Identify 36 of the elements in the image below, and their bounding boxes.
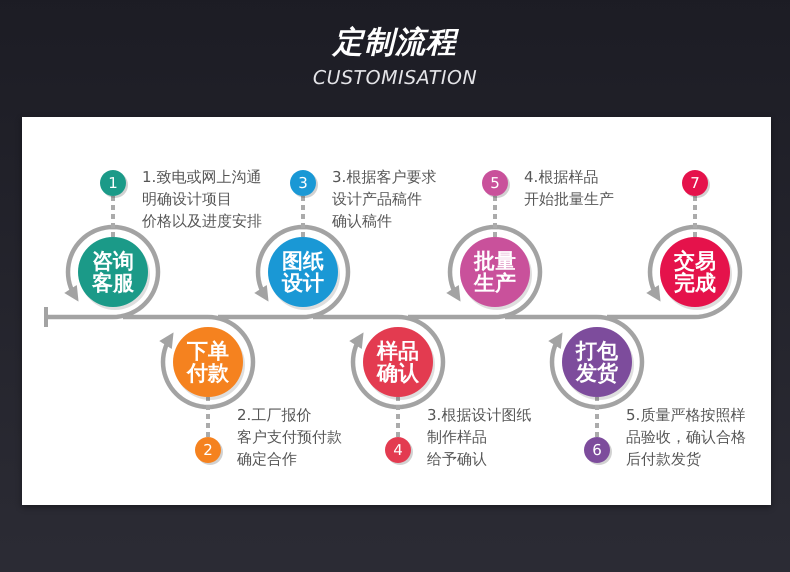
dashed-connector bbox=[595, 397, 599, 437]
step-label: 交易完成 bbox=[673, 250, 717, 294]
step-label: 图纸设计 bbox=[281, 250, 325, 294]
step-number: 6 bbox=[592, 442, 602, 458]
step-label: 咨询客服 bbox=[91, 250, 135, 294]
dashed-connector bbox=[301, 196, 305, 237]
flow-arrow bbox=[313, 314, 446, 410]
step-description: 5.质量严格按照样品验收，确认合格后付款发货 bbox=[626, 405, 746, 470]
step-label: 打包发货 bbox=[575, 340, 619, 384]
flow-arrow bbox=[123, 314, 256, 410]
subtitle: CUSTOMISATION bbox=[312, 67, 478, 89]
flow-arrow bbox=[408, 224, 542, 320]
flow-arrow bbox=[218, 224, 350, 320]
step-description: 1.致电或网上沟通明确设计项目价格以及进度安排 bbox=[142, 167, 262, 232]
dashed-connector bbox=[693, 196, 697, 237]
step-description: 3.根据客户要求设计产品稿件确认稿件 bbox=[332, 167, 436, 232]
flow-arrow bbox=[505, 314, 644, 410]
dashed-connector bbox=[206, 397, 210, 437]
step-description: 3.根据设计图纸制作样品给予确认 bbox=[427, 405, 532, 470]
step-number: 5 bbox=[490, 175, 500, 191]
title: 定制流程 bbox=[333, 24, 457, 62]
step-description: 2.工厂报价客户支付预付款确定合作 bbox=[237, 405, 342, 470]
dashed-connector bbox=[396, 397, 400, 437]
step-number: 2 bbox=[203, 442, 213, 458]
step-number: 3 bbox=[298, 175, 308, 191]
step-number: 7 bbox=[690, 175, 700, 191]
step-label: 批量生产 bbox=[473, 250, 517, 294]
step-label: 样品确认 bbox=[376, 340, 420, 384]
dashed-connector bbox=[493, 196, 497, 237]
flow-arrow bbox=[44, 224, 160, 327]
step-label: 下单付款 bbox=[186, 340, 230, 384]
flow-arrow bbox=[607, 224, 742, 320]
dashed-connector bbox=[111, 196, 115, 237]
step-description: 4.根据样品开始批量生产 bbox=[524, 167, 614, 210]
step-number: 4 bbox=[393, 442, 403, 458]
step-number: 1 bbox=[108, 175, 118, 191]
